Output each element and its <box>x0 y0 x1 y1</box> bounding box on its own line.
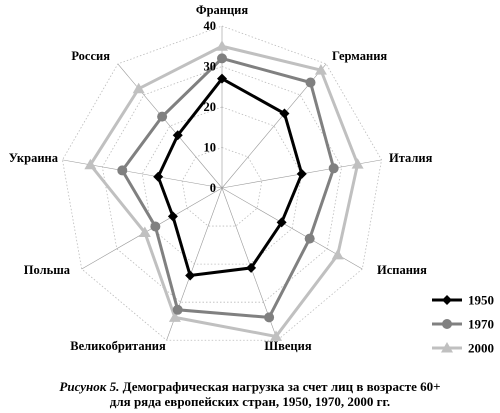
point-1950-6 <box>167 211 178 222</box>
point-2000-3 <box>331 248 344 260</box>
series-line-1970 <box>120 56 336 319</box>
point-1970-0 <box>217 53 227 64</box>
category-label-6: Польша <box>24 263 71 277</box>
legend-label-2000: 2000 <box>468 341 494 356</box>
legend-marker-2000 <box>441 342 453 353</box>
point-1970-8 <box>157 111 168 122</box>
legend-marker-1970 <box>442 319 452 329</box>
point-2000-0 <box>216 40 228 51</box>
point-1950-8 <box>172 130 183 141</box>
category-label-3: Испания <box>377 263 427 277</box>
point-1950-7 <box>153 171 164 182</box>
category-label-4: Швеция <box>264 339 311 353</box>
series-line-1950 <box>156 76 304 278</box>
tick-label-30: 30 <box>204 60 217 74</box>
point-2000-6 <box>138 226 151 238</box>
point-1950-2 <box>296 168 307 179</box>
radar-series <box>84 40 364 341</box>
point-2000-8 <box>132 82 145 94</box>
category-label-7: Украина <box>9 151 59 165</box>
point-1950-4 <box>246 262 257 273</box>
point-1950-5 <box>185 270 196 281</box>
radar-chart: 0 10 20 30 40 ФранцияГерманияИталияИспанияШв… <box>9 3 494 356</box>
tick-label-40: 40 <box>204 19 217 33</box>
tick-label-10: 10 <box>204 141 217 155</box>
series-1950 <box>153 73 307 281</box>
point-1970-7 <box>117 165 128 176</box>
radar-grid <box>62 25 382 341</box>
category-label-0: Франция <box>196 3 249 17</box>
point-1970-1 <box>305 77 316 88</box>
axis-spoke-7 <box>62 159 223 189</box>
caption-line-1: Демографическая нагрузка за счет лиц в в… <box>119 379 441 394</box>
legend-marker-1950 <box>442 295 452 305</box>
series-line-2000 <box>88 44 360 339</box>
grid-ring-10 <box>181 147 263 227</box>
category-label-5: Великобритания <box>70 339 166 353</box>
figure-caption: Рисунок 5. Демографическая нагрузка за с… <box>0 379 500 409</box>
legend-label-1950: 1950 <box>468 293 494 308</box>
point-1950-1 <box>279 108 290 119</box>
point-1970-5 <box>172 304 183 315</box>
category-label-8: Россия <box>71 49 110 63</box>
point-2000-4 <box>270 330 283 341</box>
point-1970-4 <box>264 312 275 323</box>
caption-line-2: для ряда европейских стран, 1950, 1970, … <box>109 394 391 409</box>
point-2000-7 <box>84 158 97 170</box>
radial-tick-labels: 0 10 20 30 40 <box>204 19 217 195</box>
series-2000 <box>84 40 364 341</box>
axis-spoke-8 <box>117 63 223 189</box>
point-1970-2 <box>328 163 339 174</box>
point-2000-1 <box>314 64 327 75</box>
legend: 1950 1970 2000 <box>432 293 494 356</box>
tick-label-0: 0 <box>210 181 216 195</box>
point-1970-3 <box>304 233 315 244</box>
point-2000-2 <box>351 158 364 169</box>
point-1950-3 <box>276 217 287 228</box>
grid-ring-30 <box>101 66 343 303</box>
category-label-2: Италия <box>389 151 433 165</box>
figure-label: Рисунок 5. <box>59 379 120 394</box>
legend-label-1970: 1970 <box>468 317 494 332</box>
point-1970-6 <box>150 221 161 232</box>
tick-label-20: 20 <box>204 100 217 114</box>
category-label-1: Германия <box>332 49 387 63</box>
grid-ring-20 <box>141 106 303 265</box>
point-1950-0 <box>217 73 227 84</box>
series-1970 <box>117 53 339 323</box>
point-2000-5 <box>168 311 181 322</box>
